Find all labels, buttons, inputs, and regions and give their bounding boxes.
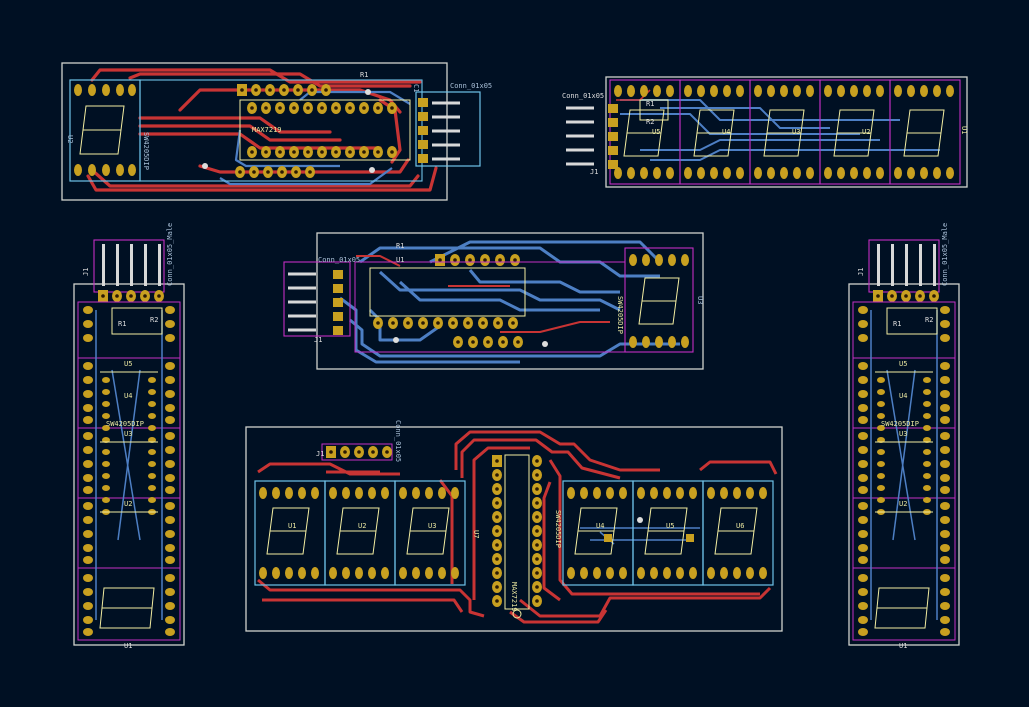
label-u3: U3 bbox=[428, 522, 436, 530]
label-u1: U1 bbox=[899, 642, 907, 650]
label-u2: U2 bbox=[66, 135, 74, 143]
label-u2: U2 bbox=[862, 128, 870, 136]
label-j1: J1 bbox=[82, 268, 90, 276]
label-u2: U2 bbox=[124, 500, 132, 508]
label-c1: C1 bbox=[412, 84, 420, 92]
label-r1: R1 bbox=[893, 320, 901, 328]
label-sw: SW4205DIP bbox=[106, 420, 144, 428]
label-u2: U2 bbox=[899, 500, 907, 508]
board-left-vertical[interactable]: J1 Conn_01x05_Male U5 U4 U3 U2 U1 SW4205… bbox=[73, 223, 185, 650]
label-u1: U1 bbox=[396, 256, 404, 264]
label-u4: U4 bbox=[722, 128, 730, 136]
label-sw: SW4205DIP bbox=[881, 420, 919, 428]
label-conn: Conn_01x05 bbox=[394, 420, 402, 462]
label-u5: U5 bbox=[652, 128, 660, 136]
label-r1: R1 bbox=[360, 71, 368, 79]
label-u5: U5 bbox=[899, 360, 907, 368]
label-u6: U6 bbox=[736, 522, 744, 530]
label-conn: Conn_01x05 bbox=[450, 82, 492, 90]
board-middle[interactable]: R1 Conn_01x05 J1 SW4205DIP U3 U1 bbox=[283, 232, 704, 370]
label-j1: J1 bbox=[316, 450, 324, 458]
label-conn: Conn_01x05 bbox=[562, 92, 604, 100]
label-u4: U4 bbox=[596, 522, 604, 530]
label-r2: R2 bbox=[646, 118, 654, 126]
label-u5: U5 bbox=[124, 360, 132, 368]
label-u4: U4 bbox=[899, 392, 907, 400]
label-j1: J1 bbox=[314, 336, 322, 344]
board-right-vertical[interactable]: J1 Conn_01x05_Male U5 U4 U3 U2 U1 SW4205… bbox=[848, 223, 960, 650]
label-sw: SW4205DIP bbox=[616, 296, 624, 334]
label-sw: SW4205DIP bbox=[554, 510, 562, 548]
label-u1: U1 bbox=[288, 522, 296, 530]
label-max: MAX7219 bbox=[510, 582, 518, 612]
label-r1: R1 bbox=[646, 100, 654, 108]
label-u7: U7 bbox=[472, 530, 480, 538]
label-r1: R1 bbox=[396, 242, 404, 250]
label-r1: R1 bbox=[118, 320, 126, 328]
label-conn: Conn_01x05 bbox=[318, 256, 360, 264]
label-sw: SW4205DIP bbox=[142, 132, 150, 170]
board-bottom[interactable]: J1 Conn_01x05 U1 U2 U3 U4 U5 U6 U7 MAX72… bbox=[245, 420, 783, 632]
label-u3: U3 bbox=[696, 296, 704, 304]
label-j1: J1 bbox=[857, 268, 865, 276]
label-conn: Conn_01x05_Male bbox=[941, 223, 949, 286]
label-u1: U1 bbox=[124, 642, 132, 650]
label-r2: R2 bbox=[925, 316, 933, 324]
label-u3: U3 bbox=[899, 430, 907, 438]
label-u2: U2 bbox=[358, 522, 366, 530]
label-u4: U4 bbox=[124, 392, 132, 400]
label-u3: U3 bbox=[792, 128, 800, 136]
board-top-left[interactable]: U2 SW4205DIP R1 C1 MAX7219 Conn_01x05 bbox=[61, 62, 492, 201]
label-u5: U5 bbox=[666, 522, 674, 530]
label-u3: U3 bbox=[124, 430, 132, 438]
label-conn: Conn_01x05_Male bbox=[166, 223, 174, 286]
board-top-right[interactable]: Conn_01x05 R1 R2 J1 U5 U4 U3 U2 U1 bbox=[562, 76, 968, 188]
label-u1: U1 bbox=[960, 126, 968, 134]
label-max: MAX7219 bbox=[252, 126, 282, 134]
label-r2: R2 bbox=[150, 316, 158, 324]
label-j1: J1 bbox=[590, 168, 598, 176]
